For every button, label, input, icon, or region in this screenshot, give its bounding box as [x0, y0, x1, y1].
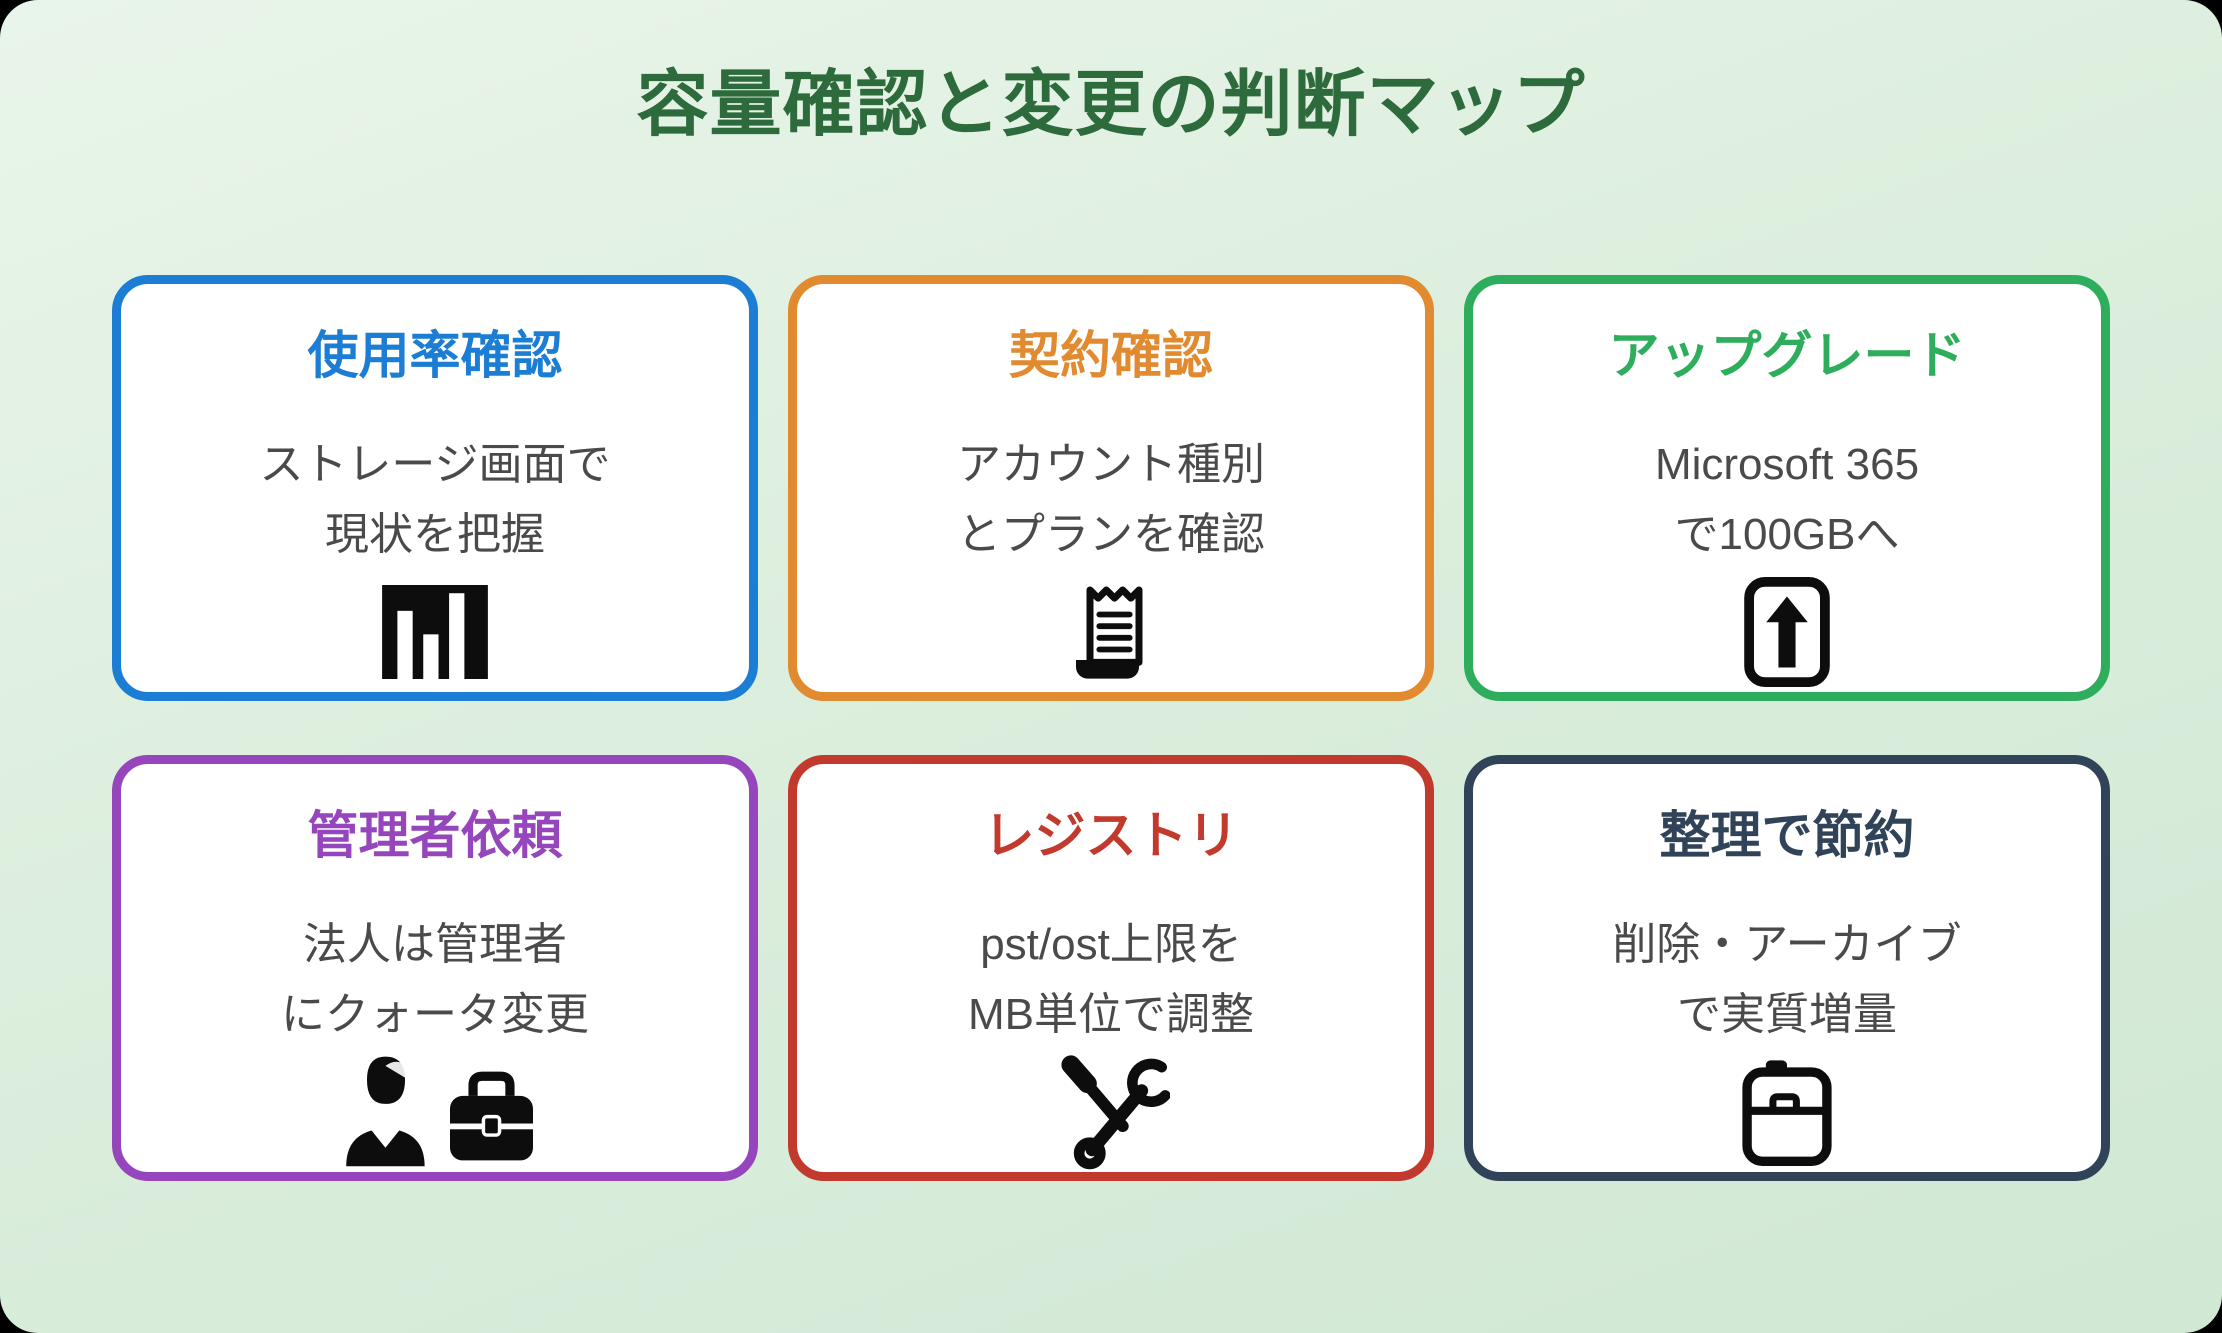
card-contract-check: 契約確認 アカウント種別 とプランを確認: [788, 275, 1434, 701]
card-body: 削除・アーカイブ で実質増量: [1612, 920, 1962, 1039]
card-upgrade: アップグレード Microsoft 365 で100GBへ: [1464, 275, 2110, 701]
card-organize: 整理で節約 削除・アーカイブ で実質増量: [1464, 755, 2110, 1181]
card-registry: レジストリ pst/ost上限を MB単位で調整: [788, 755, 1434, 1181]
tools-icon: [1052, 1051, 1170, 1172]
bar-chart-icon: [382, 571, 488, 692]
page-title: 容量確認と変更の判断マップ: [636, 65, 1586, 145]
card-title: 契約確認: [1008, 327, 1213, 384]
upgrade-arrow-icon: [1743, 571, 1831, 692]
card-body: ストレージ画面で 現状を把握: [259, 440, 611, 559]
card-title: レジストリ: [983, 807, 1239, 864]
card-body: 法人は管理者 にクォータ変更: [281, 920, 589, 1039]
card-body: Microsoft 365 で100GBへ: [1654, 440, 1920, 559]
card-title: 整理で節約: [1659, 807, 1915, 864]
archive-folders-icon: [1733, 1051, 1841, 1172]
receipt-icon: [1055, 571, 1167, 692]
card-title: アップグレード: [1608, 327, 1966, 384]
card-usage-check: 使用率確認 ストレージ画面で 現状を把握: [112, 275, 758, 701]
card-body: アカウント種別 とプランを確認: [957, 440, 1265, 559]
card-admin-request: 管理者依頼 法人は管理者 にクォータ変更: [112, 755, 758, 1181]
card-title: 管理者依頼: [307, 807, 563, 864]
person-briefcase-icon: [337, 1051, 533, 1172]
card-title: 使用率確認: [307, 327, 563, 384]
card-grid: 使用率確認 ストレージ画面で 現状を把握 契約確認 アカウント種別 とプランを確…: [112, 275, 2110, 1181]
card-body: pst/ost上限を MB単位で調整: [968, 920, 1254, 1039]
